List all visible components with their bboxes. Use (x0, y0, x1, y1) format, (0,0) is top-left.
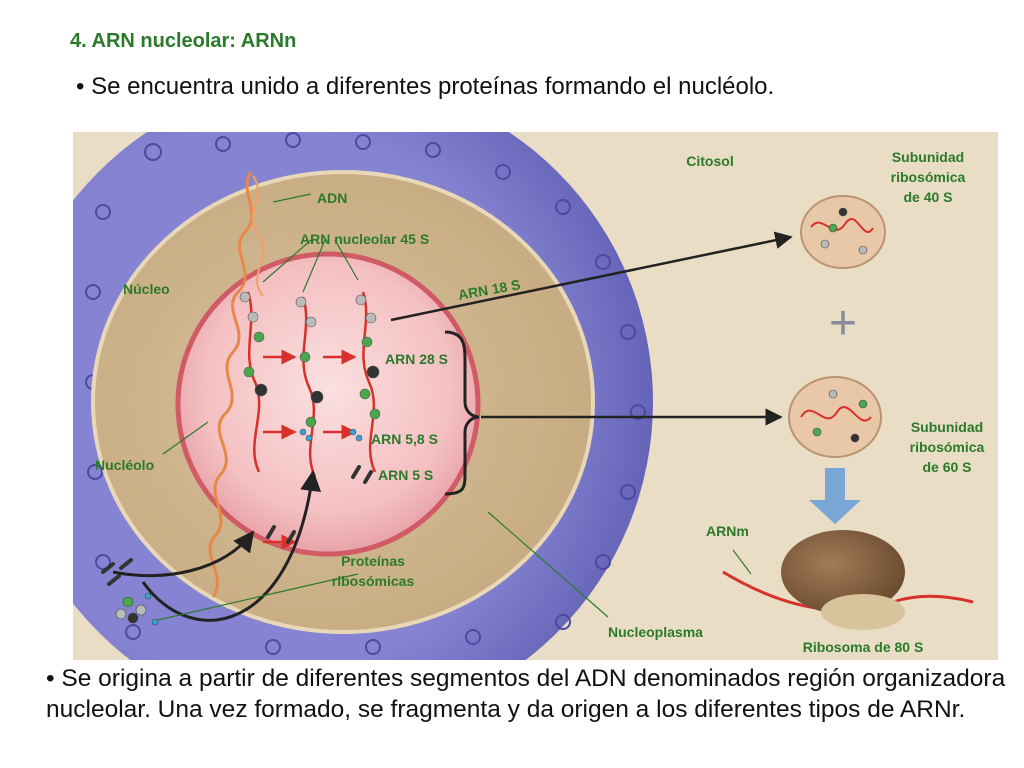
label-arn5: ARN 5 S (378, 467, 433, 483)
label-nucleo: Núcleo (123, 281, 170, 297)
subunit-40s-proteins (820, 207, 868, 255)
dna-strand-2 (251, 175, 265, 297)
leader-lines (157, 193, 752, 621)
import-arrow (141, 469, 322, 622)
label-sub40-1: Subunidad (892, 149, 964, 165)
label-nucleolo: Nucléolo (95, 457, 154, 473)
arrow-to-40s (390, 231, 793, 322)
ribosomal-proteins-cluster (115, 592, 159, 626)
label-nucleoplasma: Nucleoplasma (608, 624, 703, 640)
label-ribosoma80: Ribosoma de 80 S (803, 639, 924, 655)
dna-strand (208, 171, 254, 598)
assembly-arrow (809, 468, 861, 524)
arn5-fragments (101, 465, 373, 586)
label-sub40-2: ribosómica (891, 169, 966, 185)
rrna-brace (444, 330, 480, 496)
label-arn45: ARN nucleolar 45 S (300, 231, 429, 247)
nuclear-pores (85, 132, 646, 655)
import-arrow-2 (112, 530, 255, 578)
label-adn: ADN (317, 190, 347, 206)
bullet-text-1: • Se encuentra unido a diferentes proteí… (76, 73, 775, 100)
label-arn58: ARN 5,8 S (371, 431, 438, 447)
label-sub60-2: ribosómica (910, 439, 985, 455)
label-sub60-3: de 60 S (922, 459, 971, 475)
nucleolus (175, 251, 481, 557)
subunit-60s-proteins (812, 389, 868, 443)
label-proteinas-1: Proteínas (341, 553, 405, 569)
label-arn28: ARN 28 S (385, 351, 448, 367)
bullet-text-2: • Se origina a partir de diferentes segm… (46, 665, 1006, 723)
ribosome-80s (781, 530, 905, 630)
label-citosol: Citosol (686, 153, 733, 169)
label-sub60-1: Subunidad (911, 419, 983, 435)
slide-heading: 4. ARN nucleolar: ARNn (70, 30, 297, 52)
subunit-60s (788, 376, 882, 458)
subunit-40s-rna (810, 218, 874, 233)
label-arnm: ARNm (706, 523, 749, 539)
protein-beads (239, 291, 381, 442)
label-proteinas-2: ribosómicas (332, 573, 415, 589)
label-sub40-3: de 40 S (903, 189, 952, 205)
nucleolus-diagram: + Citosol ADN ARN nucleolar 45 S Núcleo … (73, 132, 998, 660)
subunit-40s (800, 195, 886, 269)
subunit-60s-rna (800, 406, 872, 422)
plus-sign: + (829, 297, 857, 350)
